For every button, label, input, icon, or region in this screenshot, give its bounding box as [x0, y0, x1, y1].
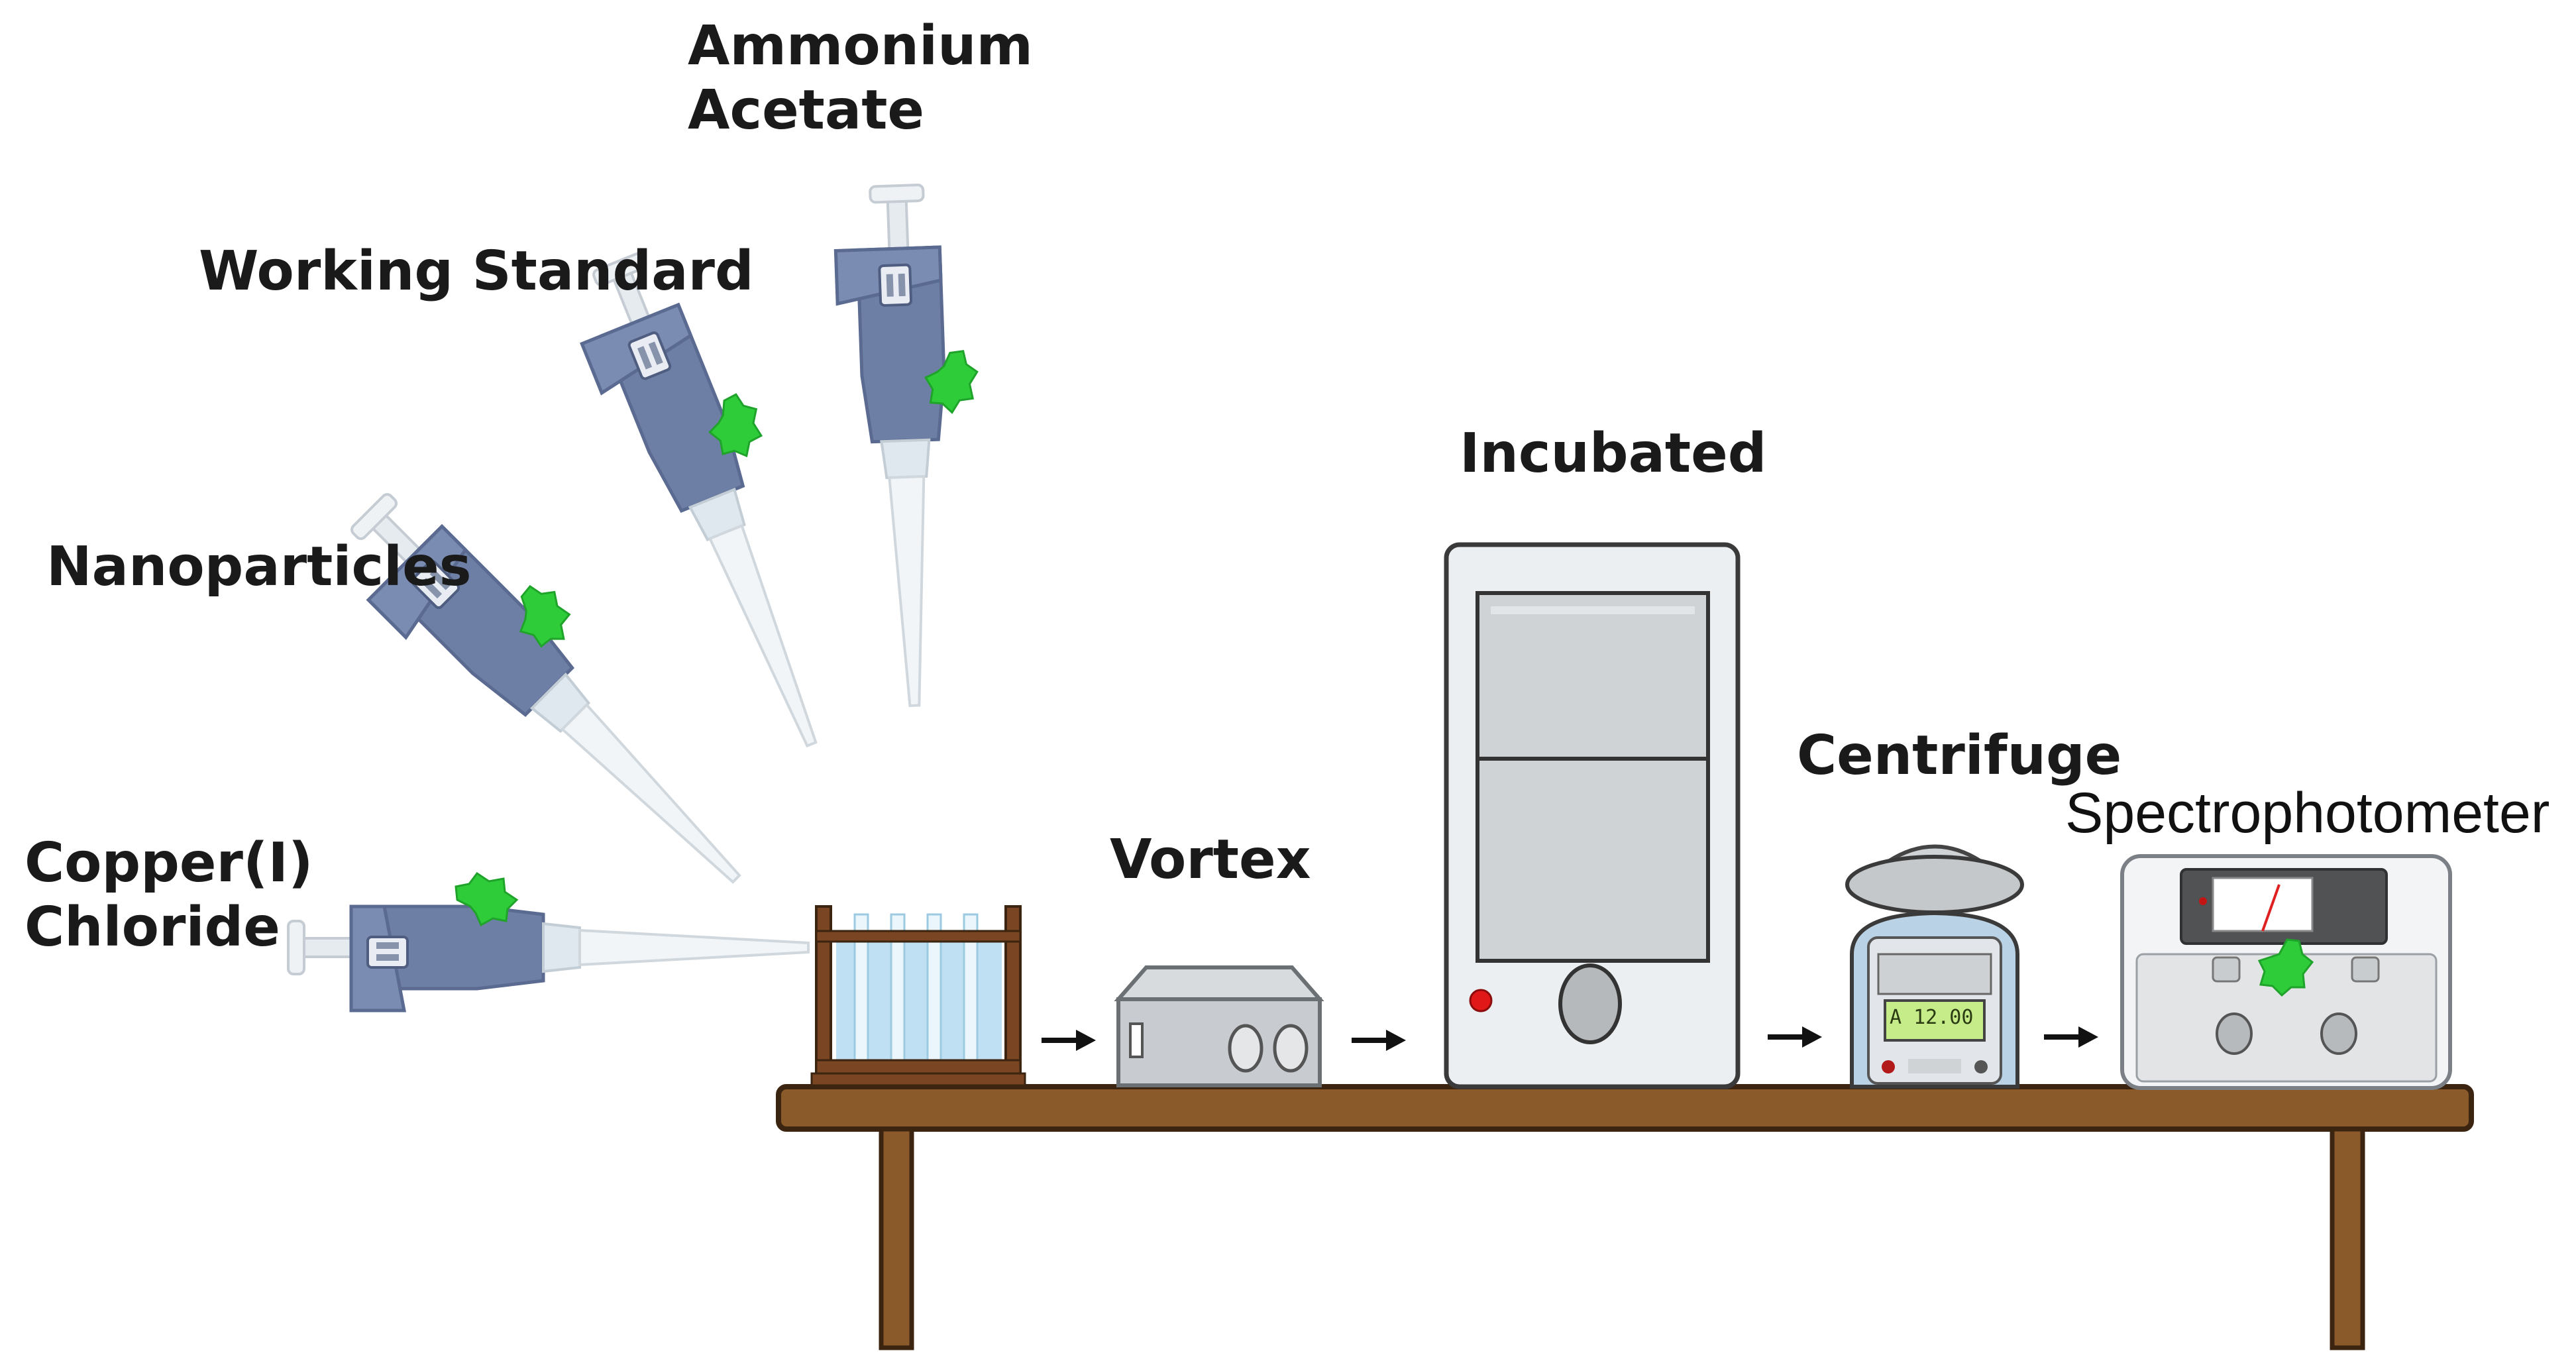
- vortex-mixer-icon: [1114, 965, 1324, 1087]
- label-incubated: Incubated: [1460, 422, 1767, 485]
- arrow-right-icon-2: [1352, 1030, 1406, 1051]
- spectrophotometer-icon: [2120, 854, 2452, 1090]
- incubator-icon: [1444, 542, 1741, 1089]
- arrow-right-icon-4: [2044, 1026, 2098, 1048]
- label-copper-chloride-line2: Chloride: [25, 895, 280, 959]
- label-copper-chloride: Copper(I) Chloride: [25, 832, 313, 960]
- label-spectrophotometer: Spectrophotometer: [2065, 781, 2550, 845]
- lab-table-icon: [776, 1084, 2474, 1350]
- pipette-icon-ammonium-acetate: [833, 183, 989, 708]
- label-working-standard: Working Standard: [199, 240, 754, 303]
- label-ammonium-acetate-line1: Ammonium: [688, 15, 1033, 78]
- label-nanoparticles: Nanoparticles: [46, 535, 472, 598]
- test-tube-rack-icon: [810, 905, 1026, 1087]
- label-ammonium-acetate-line2: Acetate: [688, 78, 925, 142]
- label-centrifuge: Centrifuge: [1797, 724, 2122, 787]
- arrow-right-icon-3: [1768, 1026, 1822, 1048]
- centrifuge-icon: [1845, 844, 2024, 1089]
- arrow-right-icon-1: [1042, 1030, 1096, 1051]
- pipette-icon-working-standard: [559, 234, 881, 767]
- pipette-icon-copper-chloride: [288, 873, 808, 1010]
- label-copper-chloride-line1: Copper(I): [25, 832, 313, 895]
- label-vortex: Vortex: [1110, 828, 1311, 891]
- centrifuge-display: A 12.00: [1890, 1006, 1974, 1029]
- label-ammonium-acetate: Ammonium Acetate: [688, 15, 1033, 143]
